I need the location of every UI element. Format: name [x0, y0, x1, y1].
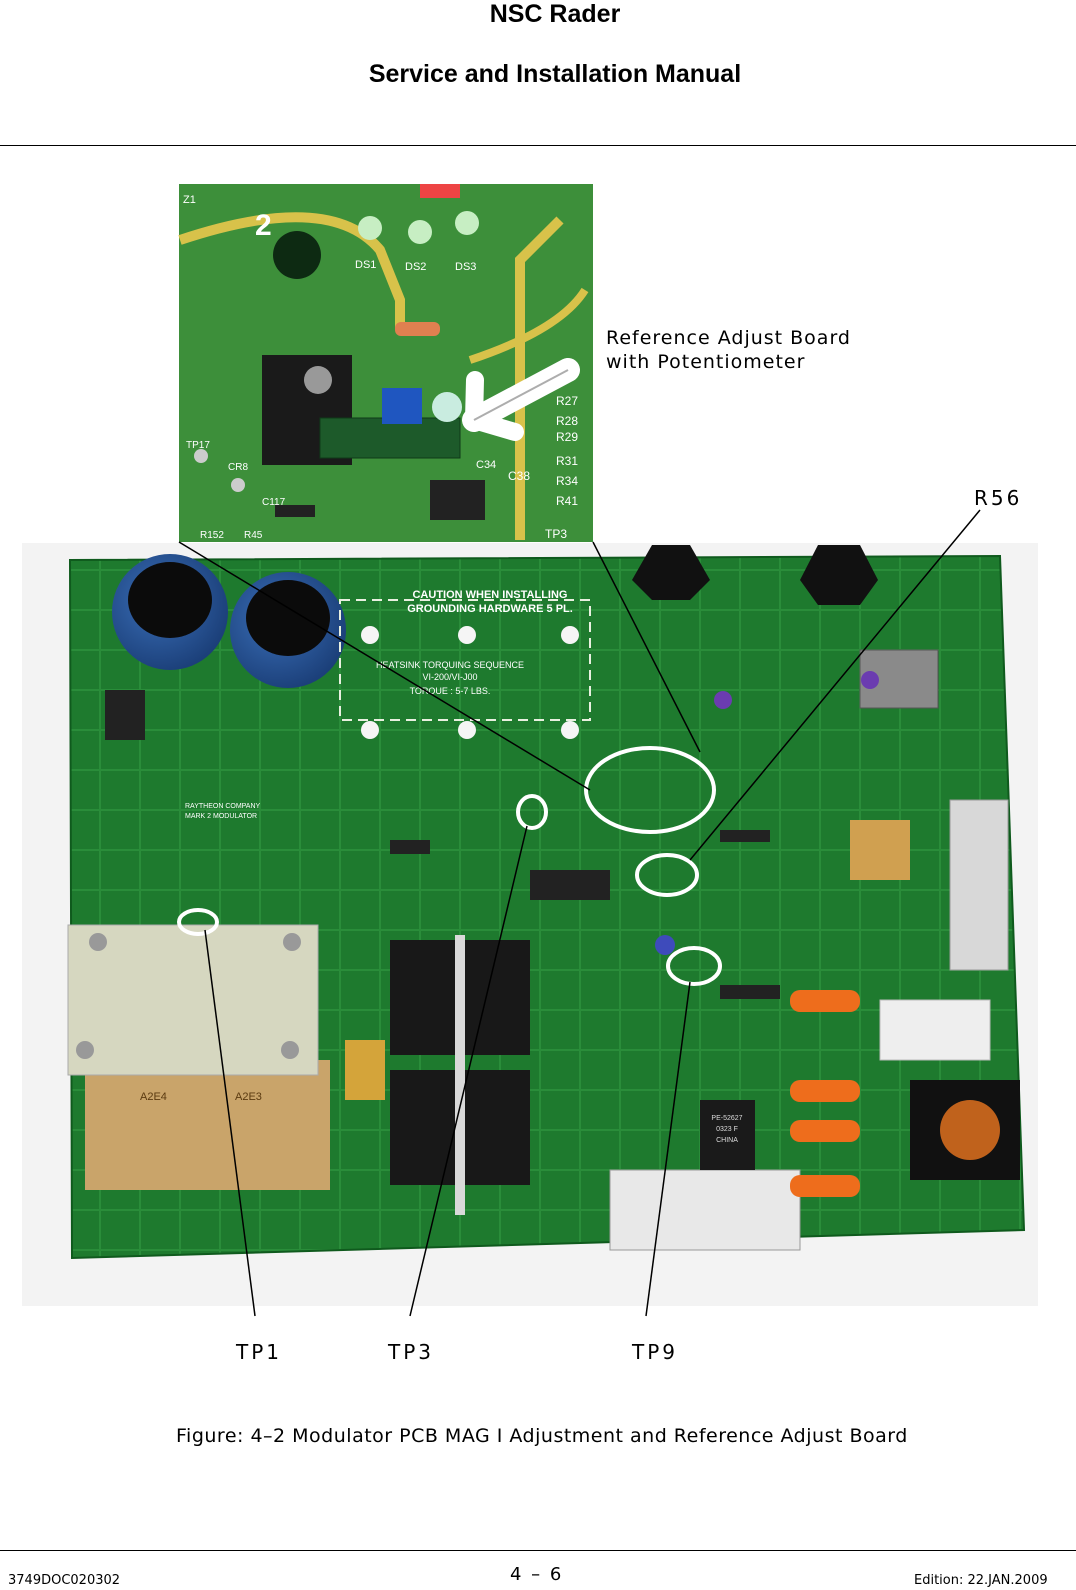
- r56-label: R56: [974, 486, 1023, 510]
- inset-ref-r34: R34: [556, 474, 578, 488]
- tp9-label: TP9: [632, 1340, 679, 1364]
- transformer-label-a: A2E4: [140, 1091, 167, 1103]
- inset-ref-tp3: TP17: [186, 440, 210, 451]
- r56-highlight: [635, 853, 699, 897]
- footer-edition: Edition: 22.JAN.2009: [914, 1573, 1048, 1588]
- inset-ref-r28: R28: [556, 414, 578, 428]
- torque-line1: HEATSINK TORQUING SEQUENCE: [376, 660, 524, 670]
- inset-callout-line2: with Potentiometer: [606, 351, 806, 373]
- footer-divider: [0, 1550, 1076, 1551]
- maker-line1: RAYTHEON COMPANY: [185, 803, 261, 810]
- ic-label-line3: CHINA: [716, 1137, 738, 1144]
- inset-ref-r41: R41: [556, 494, 578, 508]
- transformer-cover: [67, 924, 319, 1076]
- inset-ref-tp17: CR8: [228, 462, 248, 473]
- transformer-label-b: A2E3: [235, 1091, 262, 1103]
- inset-ref-ds3: DS3: [455, 261, 476, 273]
- inset-ref-c34: C38: [508, 469, 530, 483]
- inset-ref-r31: R31: [556, 454, 578, 468]
- inset-ref-ds1: DS1: [355, 259, 376, 271]
- figure-caption: Figure: 4–2 Modulator PCB MAG I Adjustme…: [176, 1425, 908, 1447]
- torque-line2: VI-200/VI-J00: [422, 672, 477, 682]
- main-board-photo: CAUTION WHEN INSTALLING GROUNDING HARDWA…: [22, 543, 1038, 1306]
- inset-ref-c38: TP3: [545, 527, 567, 541]
- svg-text:2: 2: [255, 209, 272, 242]
- tp9-leader: [645, 981, 691, 1317]
- tp3-highlight: [516, 794, 548, 830]
- inset-ref-r29: R29: [556, 430, 578, 444]
- inset-photo: 2 Z1 DS1 DS2 DS3 R27 R28 R29 C34 C38 R31…: [178, 184, 593, 542]
- footer-doc-number: 3749DOC020302: [8, 1573, 121, 1588]
- torque-line3: TORQUE : 5-7 LBS.: [410, 686, 491, 696]
- inset-ref-ds2: DS2: [405, 261, 426, 273]
- inset-leader-right: [592, 541, 701, 753]
- reference-board-highlight: [584, 746, 716, 834]
- tp3-leader: [409, 825, 528, 1317]
- inset-ref-cr8: C117: [262, 497, 286, 508]
- inset-ref-r152: R45: [244, 530, 263, 541]
- inset-leader-left: [178, 541, 591, 791]
- header-divider: [0, 145, 1076, 146]
- document-subtitle: Service and Installation Manual: [368, 60, 742, 88]
- tp3-label: TP3: [388, 1340, 435, 1364]
- ic-label-line1: PE-52627: [711, 1115, 742, 1122]
- inset-callout-line1: Reference Adjust Board: [606, 327, 851, 349]
- caution-line1: CAUTION WHEN INSTALLING: [412, 589, 567, 601]
- maker-line2: MARK 2 MODULATOR: [185, 813, 257, 820]
- inset-ref-r27: R27: [556, 394, 578, 408]
- inset-ref-c117: R152: [200, 530, 224, 541]
- inset-ref-z1: Z1: [183, 194, 196, 206]
- tp1-leader: [204, 929, 256, 1317]
- tp1-highlight: [177, 908, 219, 936]
- tp9-highlight: [666, 946, 722, 986]
- inset-ref-c31: C34: [476, 459, 496, 471]
- ic-label-line2: 0323 F: [716, 1126, 738, 1133]
- tp1-label: TP1: [236, 1340, 283, 1364]
- caution-line2: GROUNDING HARDWARE 5 PL.: [407, 603, 573, 615]
- document-title: NSC Rader: [489, 0, 621, 28]
- r56-leader: [689, 509, 981, 861]
- footer-page-number: 4 – 6: [510, 1564, 564, 1585]
